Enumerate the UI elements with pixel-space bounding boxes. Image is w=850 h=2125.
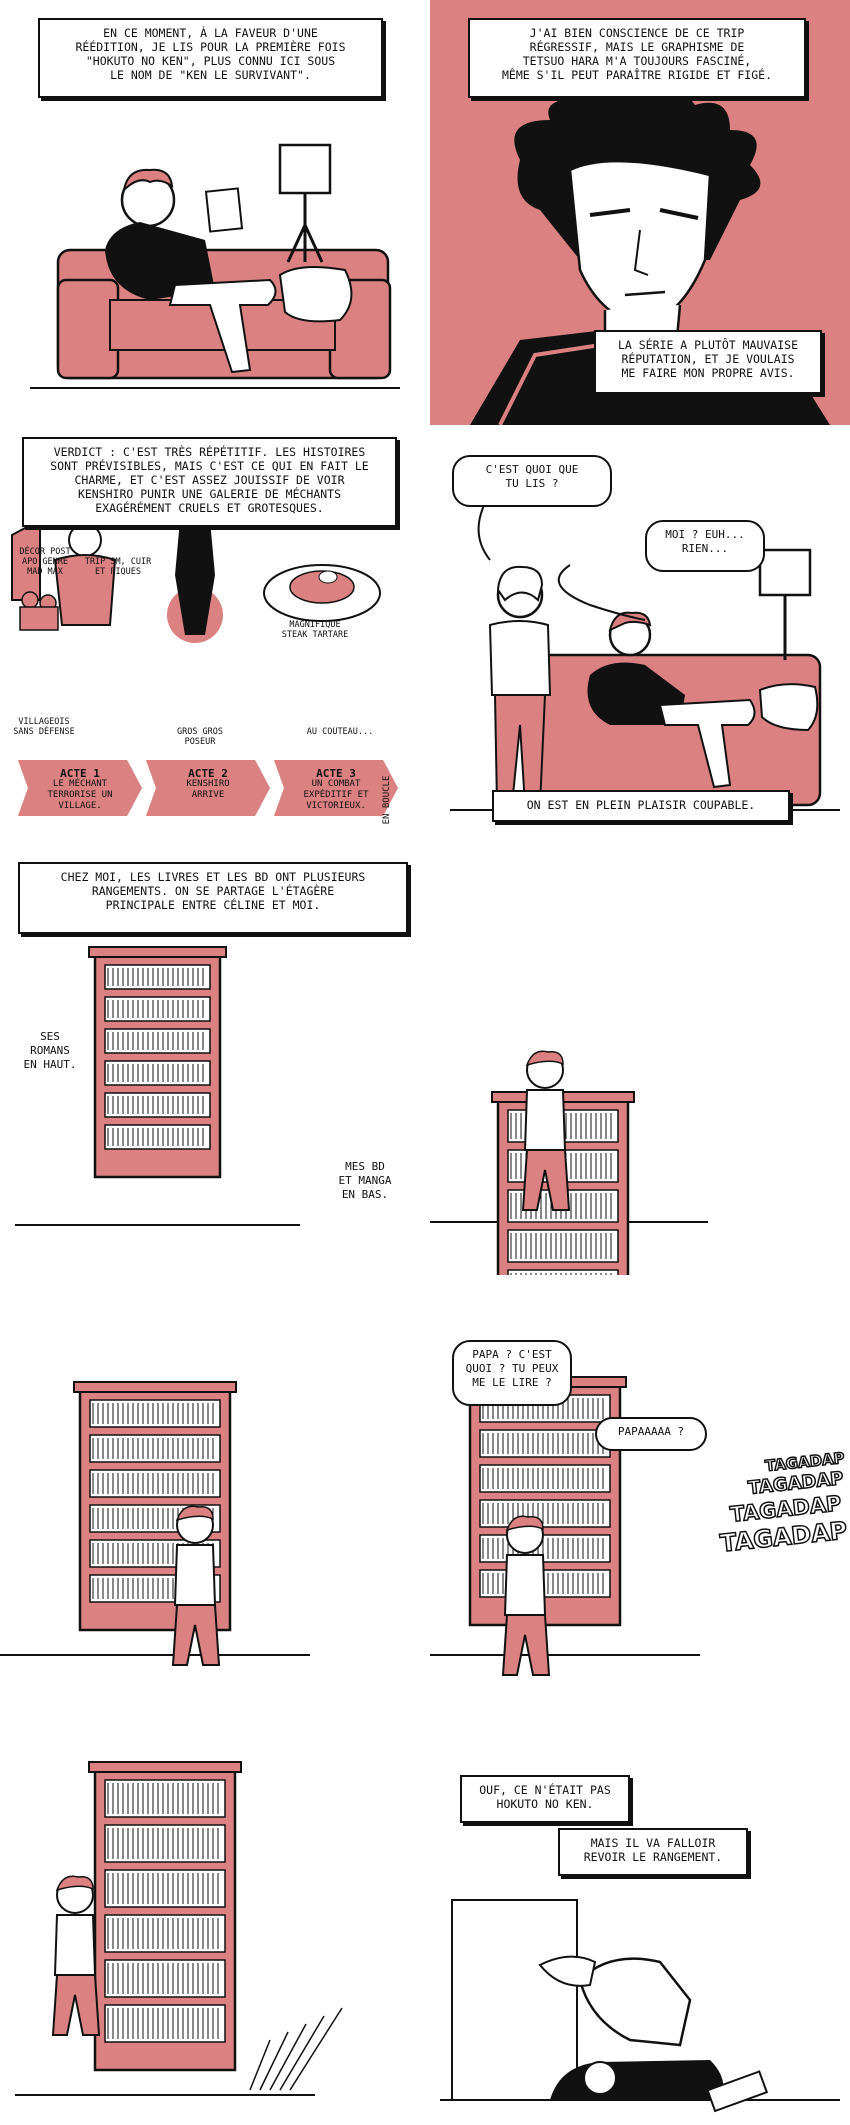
- act-1: Acte 1 Le méchant terrorise un village.: [18, 760, 142, 816]
- splash-line: [279, 2015, 325, 2091]
- caption-guilty-pleasure: On est en plein plaisir coupable.: [492, 790, 790, 822]
- label-romans: Ses romans en haut.: [23, 1030, 77, 1071]
- child-legs: [521, 1149, 571, 1211]
- bubble-question: C'est quoi que tu lis ?: [452, 455, 612, 507]
- panel-shelves-intro: Chez moi, les livres et les BD ont plusi…: [0, 850, 425, 1275]
- panel-verdict: Verdict : c'est très répétitif. Les hist…: [0, 425, 425, 850]
- shelf-row: [479, 1464, 611, 1493]
- act-1-title: Acte 1: [60, 767, 100, 780]
- act-2: Acte 2 Kenshiro arrive: [146, 760, 270, 816]
- shelf-row: [104, 1914, 226, 1953]
- shelf-row: [89, 1469, 221, 1498]
- annot-trip: Trip SM, cuir et piques: [84, 557, 152, 577]
- splash-line: [269, 2023, 307, 2091]
- panel-kenshiro-portrait: J'ai bien conscience de ce trip régressi…: [430, 0, 850, 425]
- caption-verdict: Verdict : c'est très répétitif. Les hist…: [22, 437, 397, 527]
- caption-tetsuo-hara: J'ai bien conscience de ce trip régressi…: [468, 18, 806, 98]
- bookshelf-top: [73, 1381, 237, 1393]
- child-body: [53, 1914, 97, 1976]
- act-1-text: Le méchant terrorise un village.: [47, 779, 113, 811]
- child-legs: [51, 1974, 101, 2036]
- bookshelf-child-illustration: [430, 1050, 708, 1275]
- annot-steak: Magnifique steak tartare: [281, 620, 349, 640]
- panel-guilty-pleasure: C'est quoi que tu lis ? Moi ? Euh... Rie…: [430, 425, 850, 850]
- bookshelf-top: [88, 1761, 242, 1773]
- splash-line: [289, 2007, 343, 2091]
- child-legs: [501, 1614, 551, 1676]
- shelf-row: [104, 1824, 226, 1863]
- shelf-row: [104, 1959, 226, 1998]
- shelf-row: [89, 1399, 221, 1428]
- act-3: Acte 3 Un combat expéditif et victorieux…: [274, 760, 398, 816]
- panel-climbing-chaos: [0, 1700, 425, 2125]
- relief-illustration: [440, 1899, 840, 2113]
- shelf-row: [104, 1779, 226, 1818]
- couch-question-illustration: [450, 502, 840, 811]
- bubble-answer: Moi ? Euh... Rien...: [645, 520, 765, 572]
- annot-couteau: Au couteau...: [306, 727, 374, 737]
- child-body: [523, 1089, 567, 1151]
- splash-line: [249, 2039, 271, 2091]
- child-hair: [525, 1050, 564, 1067]
- act-2-title: Acte 2: [188, 767, 228, 780]
- bookshelf-illustration[interactable]: [0, 850, 425, 1275]
- caption-shelves: Chez moi, les livres et les BD ont plusi…: [18, 862, 408, 934]
- shelf-row: [479, 1534, 611, 1563]
- act-3-text: Un combat expéditif et victorieux.: [303, 779, 369, 811]
- loop-label: En boucle: [382, 775, 392, 825]
- reading-scene-illustration: [30, 143, 400, 389]
- villains-gallery-illustration: [11, 492, 381, 643]
- child-hair: [175, 1505, 214, 1522]
- annot-gros: Gros gros poseur: [176, 727, 224, 747]
- child-hair: [505, 1515, 544, 1532]
- caption-rangement: Mais il va falloir revoir le rangement.: [558, 1828, 748, 1876]
- bookshelf-top: [88, 946, 227, 958]
- annot-decor: Décor post apo genre Mad Max: [19, 547, 71, 577]
- caption-reading: En ce moment, à la faveur d'une rééditio…: [38, 18, 383, 98]
- caption-reputation: La série a plutôt mauvaise réputation, e…: [594, 330, 822, 394]
- caption-ouf: Ouf, ce n'était pas Hokuto no Ken.: [460, 1775, 630, 1823]
- panel-relief: Ouf, ce n'était pas Hokuto no Ken. Mais …: [430, 1700, 850, 2125]
- panel-child-looks-shelf: [430, 850, 850, 1275]
- annot-villageois: Villageois sans défense: [13, 717, 75, 737]
- panel-child-grabs-book: [0, 1275, 425, 1700]
- label-bd: Mes BD et manga en bas.: [338, 1160, 392, 1201]
- child-body: [503, 1554, 547, 1616]
- child-hair: [55, 1875, 94, 1892]
- shelf-row: [479, 1429, 611, 1458]
- shelf-row: [89, 1434, 221, 1463]
- child-legs: [171, 1604, 221, 1666]
- climbing-chaos-illustration: [15, 1761, 343, 2096]
- bubble-papaaaa: Papaaaaa ?: [595, 1417, 707, 1451]
- radiator: [451, 1899, 578, 2101]
- bubble-papa: Papa ? C'est quoi ? Tu peux me le lire ?: [452, 1340, 572, 1406]
- child-body: [173, 1544, 217, 1606]
- act-2-text: Kenshiro arrive: [186, 779, 230, 800]
- panel-papa-question: Papa ? C'est quoi ? Tu peux me le lire ?…: [430, 1275, 850, 1700]
- splash-line: [259, 2031, 289, 2091]
- shelf-row: [104, 2004, 226, 2043]
- shelf-row: [104, 1869, 226, 1908]
- act-3-title: Acte 3: [316, 767, 356, 780]
- shelf-row: [507, 1269, 619, 1275]
- shelf-row: [479, 1499, 611, 1528]
- panel-reading-couch: En ce moment, à la faveur d'une rééditio…: [0, 0, 425, 425]
- bookshelf-grab-illustration: [0, 1381, 310, 1666]
